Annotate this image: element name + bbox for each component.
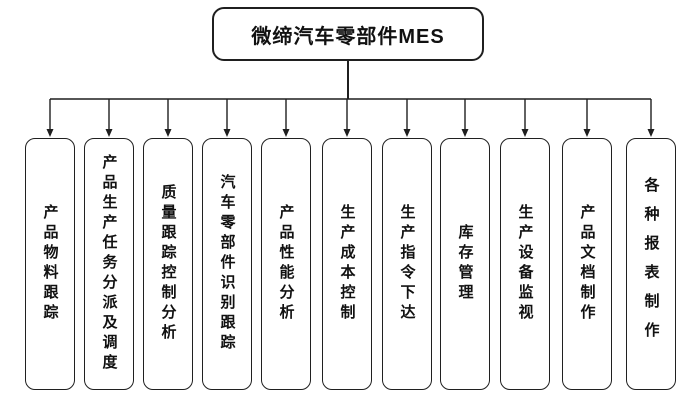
node-production-task-dispatch-scheduling: 产品生产任务分派及调度 bbox=[84, 138, 134, 390]
arrowhead-icons bbox=[46, 129, 655, 137]
node-label: 各种报表制作 bbox=[642, 177, 660, 351]
node-production-cost-control: 生产成本控制 bbox=[322, 138, 372, 390]
root-node-mes: 微缔汽车零部件MES bbox=[212, 7, 484, 61]
node-label: 汽车零部件识别跟踪 bbox=[218, 174, 236, 354]
node-label: 生产设备监视 bbox=[516, 204, 534, 324]
node-production-equipment-monitoring: 生产设备监视 bbox=[500, 138, 550, 390]
node-label: 产品生产任务分派及调度 bbox=[100, 154, 118, 374]
node-label: 质量跟踪控制分析 bbox=[159, 184, 177, 344]
node-product-material-tracking: 产品物料跟踪 bbox=[25, 138, 75, 390]
node-label: 产品文档制作 bbox=[578, 204, 596, 324]
node-product-performance-analysis: 产品性能分析 bbox=[261, 138, 311, 390]
node-auto-parts-identification-tracking: 汽车零部件识别跟踪 bbox=[202, 138, 252, 390]
node-label: 产品性能分析 bbox=[277, 204, 295, 324]
root-node-label: 微缔汽车零部件MES bbox=[251, 25, 445, 48]
node-inventory-management: 库存管理 bbox=[440, 138, 490, 390]
node-label: 产品物料跟踪 bbox=[41, 204, 59, 324]
node-label: 库存管理 bbox=[456, 224, 474, 304]
node-production-instruction-issue: 生产指令下达 bbox=[382, 138, 432, 390]
node-product-document-creation: 产品文档制作 bbox=[562, 138, 612, 390]
node-label: 生产成本控制 bbox=[338, 204, 356, 324]
node-various-reports-creation: 各种报表制作 bbox=[626, 138, 676, 390]
node-quality-tracking-control-analysis: 质量跟踪控制分析 bbox=[143, 138, 193, 390]
node-label: 生产指令下达 bbox=[398, 204, 416, 324]
